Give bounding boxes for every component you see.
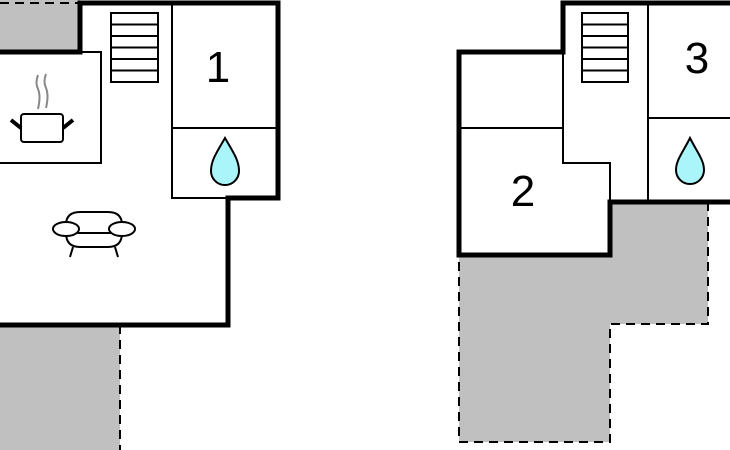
- room-label-3: 3: [685, 34, 709, 83]
- water-drop-icon: [209, 135, 241, 186]
- stairs-icon: [581, 12, 629, 83]
- stairs-icon: [110, 12, 159, 83]
- water-drop-icon: [674, 135, 706, 185]
- terrace-top-left: [0, 0, 80, 52]
- exterior-wall: [0, 0, 281, 328]
- right-unit: 3 2: [456, 0, 730, 443]
- room-label-2: 2: [511, 167, 535, 216]
- kitchen: [0, 51, 102, 164]
- left-unit: 1: [0, 0, 281, 450]
- room-label-1: 1: [206, 43, 230, 92]
- terrace-bottom-left: [0, 325, 120, 450]
- exterior-wall-right: [456, 0, 730, 258]
- cooking-pot-icon: [9, 73, 75, 143]
- interior-wall: [562, 52, 611, 200]
- terrace-right: [459, 202, 708, 442]
- sofa-icon: [52, 211, 136, 258]
